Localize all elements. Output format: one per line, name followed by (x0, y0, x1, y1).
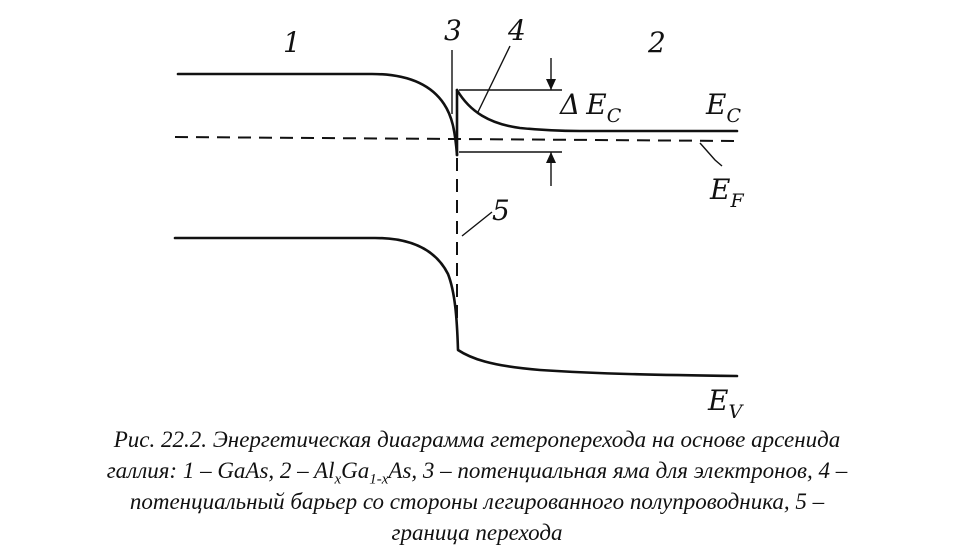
caption-line-2: галлия: 1 – GaAs, 2 – AlxGa1-xAs, 3 – по… (106, 458, 848, 488)
ec-label: EC (705, 88, 741, 127)
caption-line-1: Рис. 22.2. Энергетическая диаграмма гете… (113, 427, 841, 452)
fermi-label-leader (699, 142, 723, 167)
delta-ec-arrow-up-head (546, 152, 556, 163)
fermi-level-line (174, 136, 738, 142)
callout-5-leader (461, 211, 493, 237)
ef-label: EF (709, 173, 744, 212)
conduction-band-barrier-curve (455, 88, 739, 133)
figure-caption: Рис. 22.2. Энергетическая диаграмма гете… (0, 424, 954, 548)
delta-ec-arrow-down-head (546, 79, 556, 90)
callout-label-boundary: 5 (492, 194, 510, 227)
caption-line-3: потенциальный барьер со стороны легирова… (129, 489, 825, 514)
ev-label: EV (707, 384, 744, 420)
callout-4-leader (477, 45, 511, 113)
conduction-band-left-curve (176, 72, 459, 157)
caption-line-4: граница перехода (391, 520, 563, 545)
region-label-algaas: 2 (647, 26, 666, 59)
region-label-gaas: 1 (283, 26, 301, 59)
callout-label-well: 3 (444, 14, 462, 47)
callout-label-barrier: 4 (507, 14, 526, 47)
valence-band-curve (173, 236, 739, 378)
